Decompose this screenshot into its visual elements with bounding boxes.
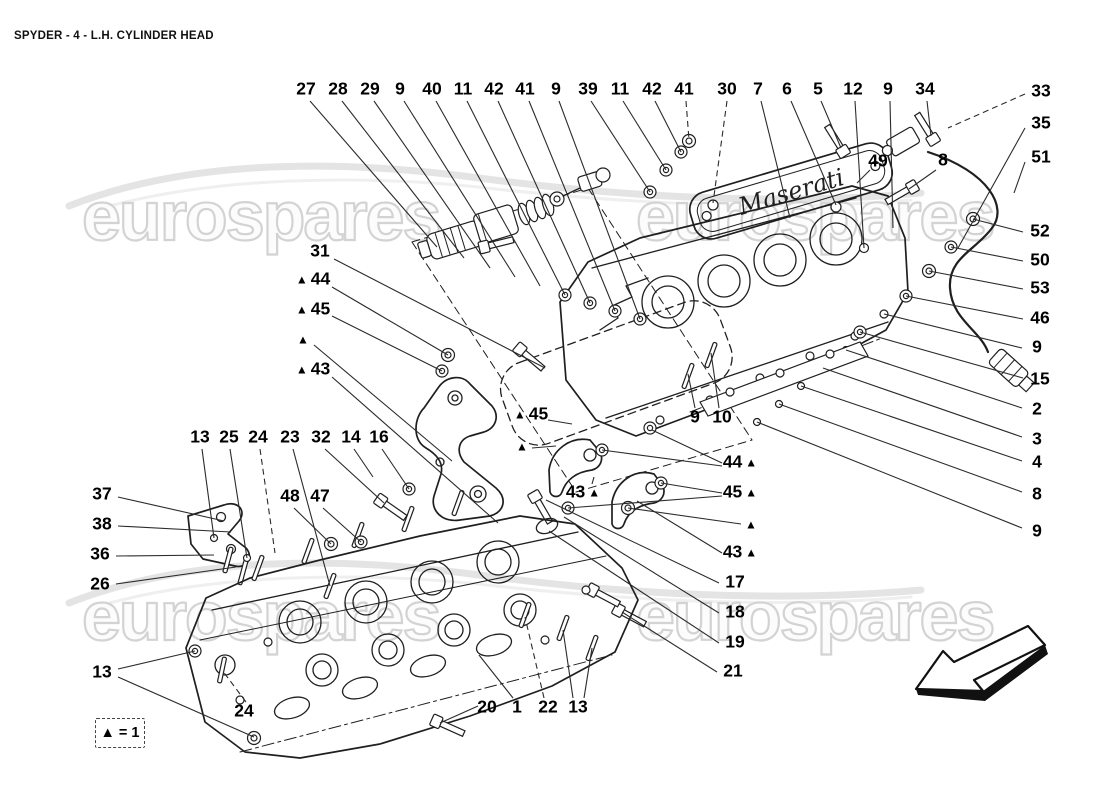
callout-8: 8 — [1032, 483, 1042, 504]
callout-36: 36 — [90, 543, 110, 564]
callout-17: 17 — [725, 571, 745, 592]
valve-assembly — [417, 133, 697, 326]
callout-43: 43▲ — [565, 481, 601, 502]
callout-2: 2 — [1032, 398, 1042, 419]
callout-34: 34 — [915, 78, 935, 99]
callout-46: 46 — [1030, 307, 1050, 328]
callout-31: 31 — [310, 240, 330, 261]
cam-bracket — [415, 341, 548, 522]
callout-44: 44▲ — [722, 451, 758, 472]
callout-29: 29 — [360, 78, 380, 99]
callout-40: 40 — [422, 78, 442, 99]
callout-19: 19 — [725, 631, 745, 652]
callout-15: 15 — [1030, 368, 1050, 389]
watermark-text: eurospares — [635, 576, 997, 656]
callout-9: 9 — [883, 78, 893, 99]
callout-49: 49 — [868, 150, 888, 171]
callout-triangle: ▲ — [516, 438, 528, 453]
fuel-rail — [681, 337, 883, 417]
gasket-outline — [499, 300, 733, 446]
callout-4: 4 — [1032, 451, 1042, 472]
callout-12: 12 — [843, 78, 863, 99]
callout-10: 10 — [712, 406, 732, 427]
callout-45: ▲45 — [295, 298, 331, 319]
callout-9: 9 — [551, 78, 561, 99]
callout-53: 53 — [1030, 277, 1050, 298]
watermark-text: eurospares — [635, 176, 997, 256]
callout-5: 5 — [813, 78, 823, 99]
plaque-screw — [830, 201, 842, 213]
direction-arrow-icon — [914, 624, 1048, 701]
callout-triangle: ▲ — [745, 516, 757, 531]
callout-13: 13 — [568, 696, 588, 717]
callout-11: 11 — [610, 78, 630, 99]
callout-28: 28 — [328, 78, 348, 99]
callout-48: 48 — [280, 485, 300, 506]
swoosh-graphic — [65, 559, 925, 609]
callout-42: 42 — [484, 78, 504, 99]
callout-1: 1 — [512, 696, 522, 717]
callout-39: 39 — [578, 78, 598, 99]
callout-8: 8 — [938, 149, 948, 170]
callout-41: 41 — [674, 78, 694, 99]
callout-24: 24 — [248, 426, 268, 447]
cylinder-head — [185, 482, 639, 759]
page-title: SPYDER - 4 - L.H. CYLINDER HEAD — [14, 30, 214, 42]
callout-7: 7 — [753, 78, 763, 99]
callout-50: 50 — [1030, 249, 1050, 270]
watermark-text: eurospares — [81, 176, 443, 256]
callout-51: 51 — [1031, 146, 1051, 167]
plaque-screw — [707, 199, 719, 211]
callout-47: 47 — [310, 485, 330, 506]
callout-13: 13 — [92, 661, 112, 682]
callout-11: 11 — [453, 78, 473, 99]
callout-3: 3 — [1032, 428, 1042, 449]
callout-45: 45▲ — [722, 481, 758, 502]
callout-9: 9 — [1032, 336, 1042, 357]
callout-16: 16 — [369, 426, 389, 447]
callout-45: ▲45 — [513, 403, 549, 424]
callout-30: 30 — [717, 78, 737, 99]
callout-triangle: ▲ — [297, 331, 309, 346]
callout-33: 33 — [1031, 80, 1051, 101]
callout-32: 32 — [311, 426, 331, 447]
callout-52: 52 — [1030, 220, 1050, 241]
callout-43: 43▲ — [722, 541, 758, 562]
callout-42: 42 — [642, 78, 662, 99]
callout-9: 9 — [395, 78, 405, 99]
callout-22: 22 — [538, 696, 558, 717]
callout-18: 18 — [725, 601, 745, 622]
callout-14: 14 — [341, 426, 361, 447]
callout-20: 20 — [477, 696, 497, 717]
callout-13: 13 — [190, 426, 210, 447]
callout-9: 9 — [1032, 520, 1042, 541]
callout-35: 35 — [1031, 112, 1051, 133]
callout-38: 38 — [92, 513, 112, 534]
callout-44: ▲44 — [295, 268, 331, 289]
callout-24: 24 — [234, 700, 254, 721]
callout-23: 23 — [280, 426, 300, 447]
callout-21: 21 — [723, 660, 743, 681]
callout-41: 41 — [515, 78, 535, 99]
callout-25: 25 — [219, 426, 239, 447]
callout-26: 26 — [90, 573, 110, 594]
legend-box: ▲ = 1 — [95, 718, 145, 748]
callout-6: 6 — [782, 78, 792, 99]
callout-9: 9 — [690, 406, 700, 427]
callout-43: ▲43 — [295, 358, 331, 379]
callout-27: 27 — [296, 78, 316, 99]
callout-37: 37 — [92, 483, 112, 504]
